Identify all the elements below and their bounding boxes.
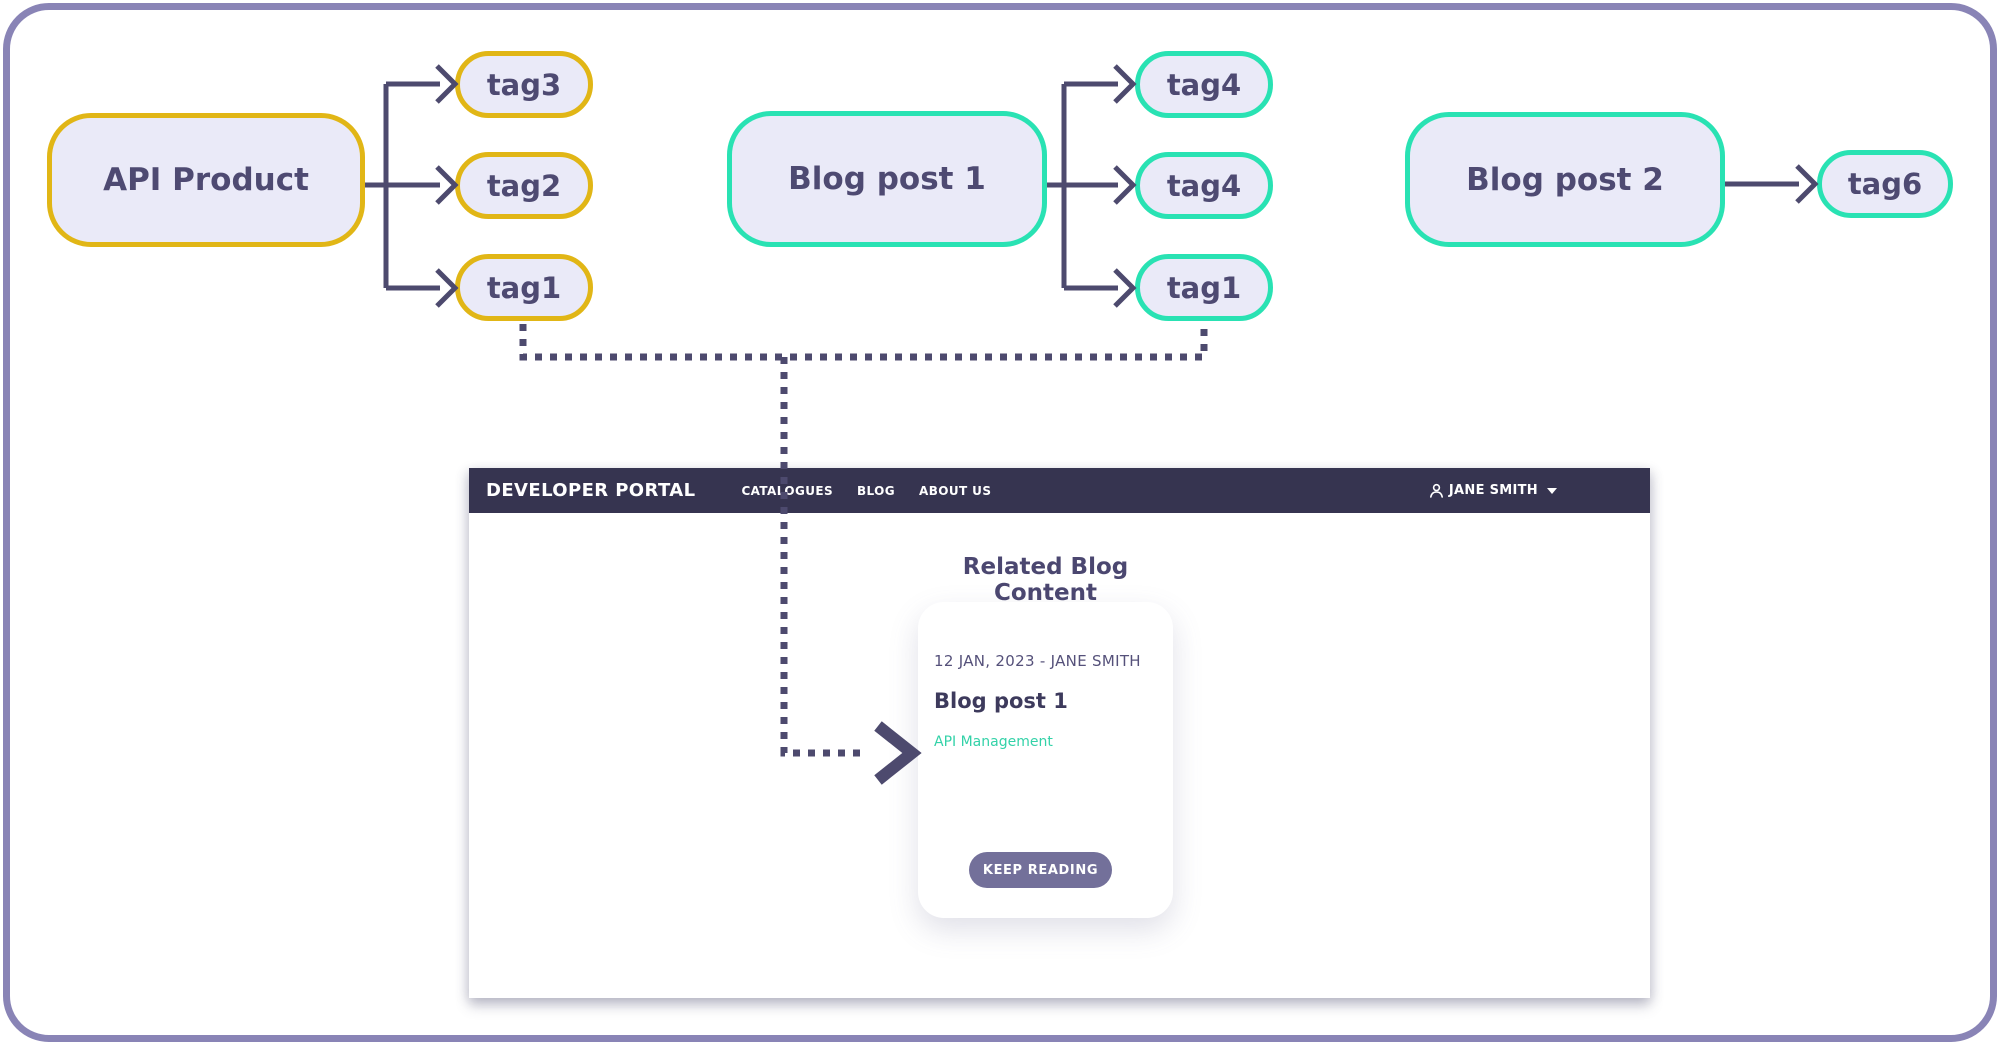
user-name: JANE SMITH [1448, 483, 1538, 498]
portal-brand-title: DEVELOPER PORTAL [486, 480, 696, 501]
node-tag6: tag6 [1817, 150, 1953, 218]
nav-item-blog[interactable]: BLOG [857, 483, 896, 498]
node-blog-post-2: Blog post 2 [1405, 112, 1725, 247]
blog-card-title: Blog post 1 [934, 689, 1068, 713]
blog-card-meta: 12 JAN, 2023 - JANE SMITH [934, 652, 1141, 670]
node-tag1-yellow: tag1 [455, 254, 593, 321]
node-tag4-mid: tag4 [1135, 152, 1273, 219]
node-tag1-teal: tag1 [1135, 254, 1273, 321]
portal-header: DEVELOPER PORTAL CATALOGUES BLOG ABOUT U… [469, 468, 1650, 513]
portal-nav: CATALOGUES BLOG ABOUT US [741, 484, 991, 498]
section-title: Related Blog Content [962, 554, 1129, 606]
node-tag2: tag2 [455, 152, 593, 219]
user-menu[interactable]: JANE SMITH [1429, 483, 1557, 498]
node-tag4-top: tag4 [1135, 51, 1273, 118]
node-tag3: tag3 [455, 51, 593, 118]
nav-item-about-us[interactable]: ABOUT US [919, 483, 992, 498]
caret-down-icon [1547, 487, 1557, 494]
person-icon [1429, 483, 1443, 498]
nav-item-catalogues[interactable]: CATALOGUES [741, 483, 833, 498]
keep-reading-button[interactable]: KEEP READING [969, 852, 1112, 888]
node-blog-post-1: Blog post 1 [727, 111, 1047, 247]
node-api-product: API Product [47, 113, 365, 247]
blog-card[interactable]: 12 JAN, 2023 - JANE SMITH Blog post 1 AP… [918, 602, 1173, 918]
developer-portal-mockup: DEVELOPER PORTAL CATALOGUES BLOG ABOUT U… [469, 468, 1650, 998]
blog-card-tag-link[interactable]: API Management [934, 734, 1053, 750]
